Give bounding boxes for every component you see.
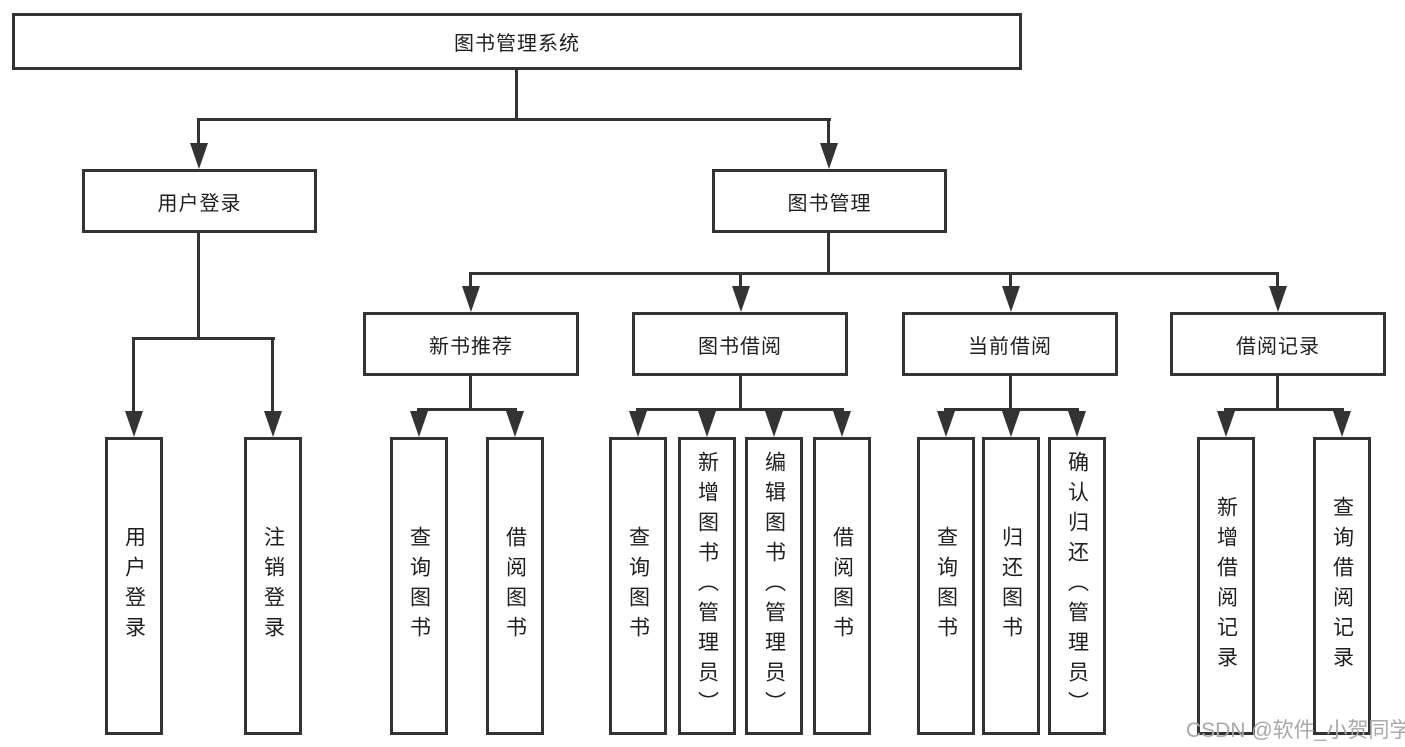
connector-drop-book-borrow: [739, 272, 742, 292]
connector-arrowhead-down: [698, 411, 716, 437]
node-user-login-action: 用户登录: [105, 437, 163, 735]
connector-hline-user-login: [132, 337, 275, 340]
connector-drop-new-book: [469, 272, 472, 292]
connector-arrowhead-down: [1002, 286, 1020, 312]
node-logout-action: 注销登录: [244, 437, 302, 735]
node-new-book-recommend: 新书推荐: [363, 312, 579, 376]
connector-arrowhead-down: [410, 411, 428, 437]
connector-arrowhead-down: [937, 411, 955, 437]
node-add-book-admin: 新增图书（管理员）: [678, 437, 736, 735]
node-query-borrow-record: 查询借阅记录: [1313, 437, 1371, 735]
connector-arrowhead-down: [506, 411, 524, 437]
connector-drop-logout-leaf: [271, 337, 274, 415]
connector-arrowhead-down: [125, 411, 143, 437]
connector-arrowhead-down: [1333, 411, 1351, 437]
connector-arrowhead-down: [190, 143, 208, 169]
node-add-borrow-record: 新增借阅记录: [1197, 437, 1255, 735]
connector-hline-new-book: [417, 408, 517, 411]
connector-hline-borrow-record: [1224, 408, 1344, 411]
connector-drop-current-borrow: [1009, 272, 1012, 292]
connector-drop-book-mgmt: [827, 118, 830, 150]
node-library-management-system: 图书管理系统: [12, 13, 1022, 70]
connector-hline-level3: [469, 272, 1279, 275]
node-query-book-borrow: 查询图书: [609, 437, 667, 735]
connector-arrowhead-down: [820, 143, 838, 169]
node-borrow-book-newbook: 借阅图书: [486, 437, 544, 735]
connector-arrowhead-down: [1217, 411, 1235, 437]
connector-hline-level1: [197, 118, 831, 121]
connector-stem-current-borrow: [1009, 376, 1012, 411]
connector-arrowhead-down: [765, 411, 783, 437]
connector-hline-book-borrow: [636, 408, 844, 411]
node-edit-book-admin: 编辑图书（管理员）: [745, 437, 803, 735]
node-current-borrowing: 当前借阅: [902, 312, 1118, 376]
connector-arrowhead-down: [732, 286, 750, 312]
connector-stem-user-login: [197, 233, 200, 340]
connector-arrowhead-down: [1269, 286, 1287, 312]
connector-drop-borrow-record: [1276, 272, 1279, 292]
connector-drop-user-login: [197, 118, 200, 150]
node-borrowing-records: 借阅记录: [1170, 312, 1386, 376]
connector-arrowhead-down: [462, 286, 480, 312]
connector-arrowhead-down: [1068, 411, 1086, 437]
node-book-borrowing: 图书借阅: [632, 312, 848, 376]
node-return-book: 归还图书: [982, 437, 1040, 735]
node-query-book-newbook: 查询图书: [390, 437, 448, 735]
connector-arrowhead-down: [1002, 411, 1020, 437]
connector-arrowhead-down: [264, 411, 282, 437]
node-book-management: 图书管理: [712, 169, 947, 233]
connector-stem-new-book: [469, 376, 472, 411]
node-confirm-return-admin: 确认归还（管理员）: [1048, 437, 1106, 735]
connector-hline-current-borrow: [944, 408, 1079, 411]
csdn-watermark: CSDN @软件_小贺同学: [1186, 719, 1405, 742]
connector-drop-login-leaf: [132, 337, 135, 415]
node-borrow-book-borrow: 借阅图书: [813, 437, 871, 735]
node-user-login: 用户登录: [82, 169, 317, 233]
connector-arrowhead-down: [833, 411, 851, 437]
connector-arrowhead-down: [629, 411, 647, 437]
node-query-book-current: 查询图书: [917, 437, 975, 735]
connector-stem-root: [515, 70, 518, 120]
connector-stem-borrow-record: [1276, 376, 1279, 411]
connector-stem-book-borrow: [739, 376, 742, 411]
connector-stem-book-mgmt: [827, 233, 830, 275]
